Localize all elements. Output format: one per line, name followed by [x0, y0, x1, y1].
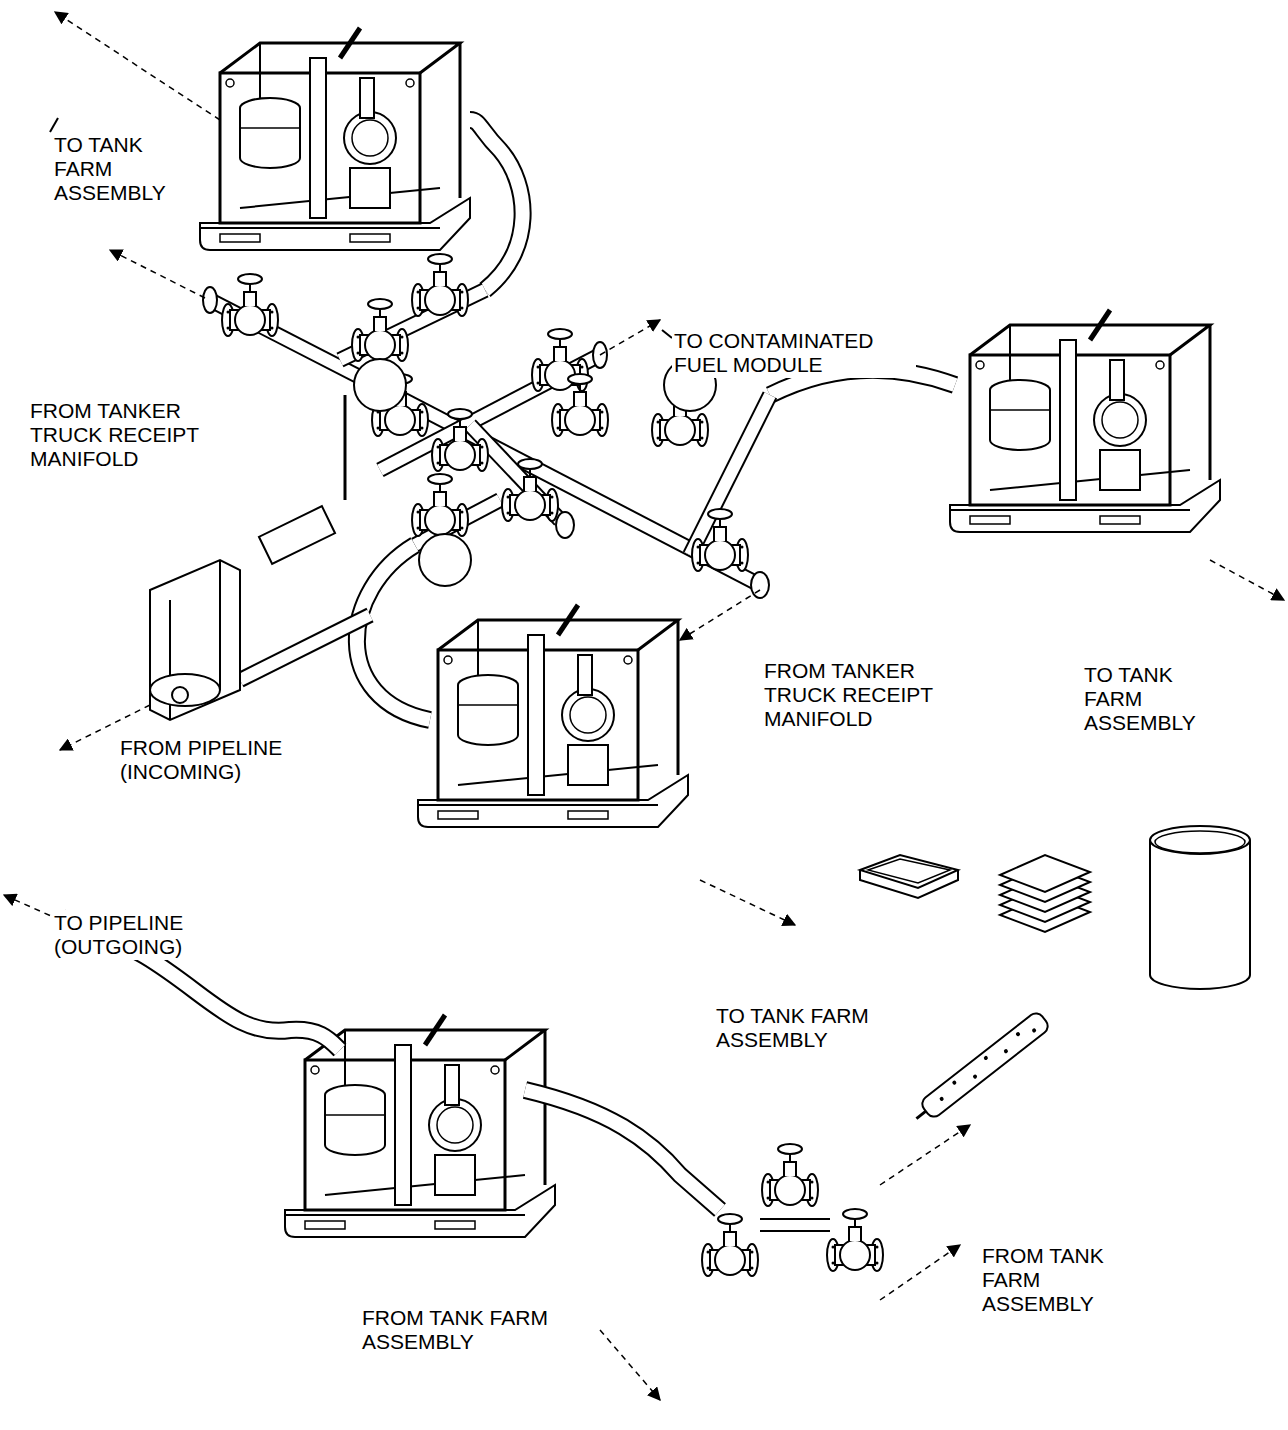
flow-label: TO TANK FARM ASSEMBLY — [52, 132, 168, 206]
flow-label: FROM TANK FARM ASSEMBLY — [360, 1305, 589, 1355]
flow-label: TO TANK FARM ASSEMBLY — [714, 1003, 918, 1053]
flow-label: FROM TANKER TRUCK RECEIPT MANIFOLD — [28, 398, 212, 472]
flow-label: FROM TANKER TRUCK RECEIPT MANIFOLD — [762, 658, 946, 732]
flow-label: TO TANK FARM ASSEMBLY — [1082, 662, 1198, 736]
flow-label: TO PIPELINE (OUTGOING) — [52, 910, 211, 960]
flow-label: FROM PIPELINE (INCOMING) — [118, 735, 307, 785]
flow-label: FROM TANK FARM ASSEMBLY — [980, 1243, 1114, 1317]
flow-label: TO CONTAMINATED FUEL MODULE — [672, 328, 916, 378]
